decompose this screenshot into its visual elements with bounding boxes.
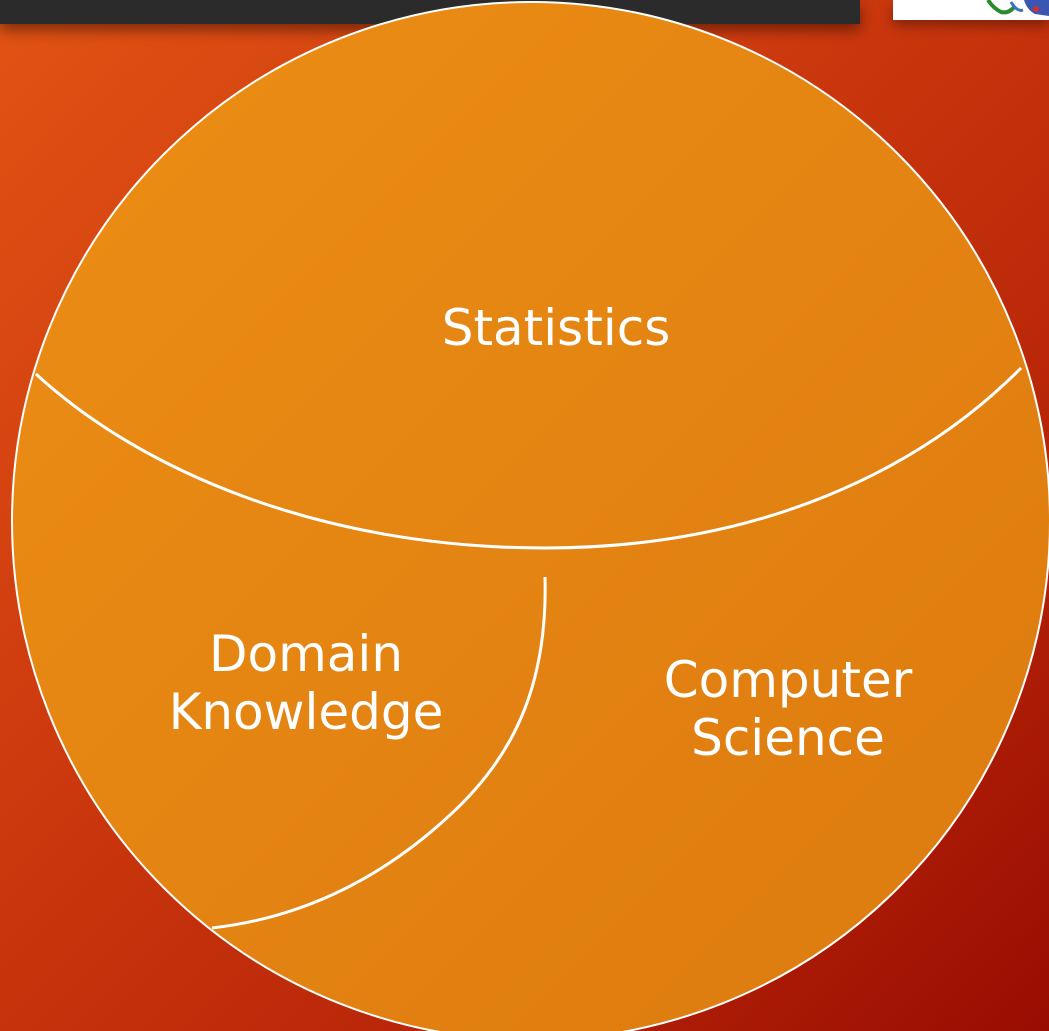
institution-logo	[893, 0, 1049, 20]
domain-knowledge-line1: Domain	[208, 625, 404, 683]
domain-knowledge-label: Domain Knowledge	[126, 625, 486, 741]
institution-logo-icon	[986, 0, 1049, 16]
outer-circle	[11, 1, 1049, 1031]
statistics-divider	[34, 366, 1023, 550]
computer-science-label: Computer Science	[618, 651, 958, 767]
domain-divider	[211, 576, 547, 930]
computer-science-line1: Computer	[663, 651, 913, 709]
statistics-label: Statistics	[406, 299, 706, 357]
statistics-text: Statistics	[441, 299, 671, 357]
domain-knowledge-line2: Knowledge	[168, 683, 444, 741]
computer-science-line2: Science	[691, 709, 885, 767]
